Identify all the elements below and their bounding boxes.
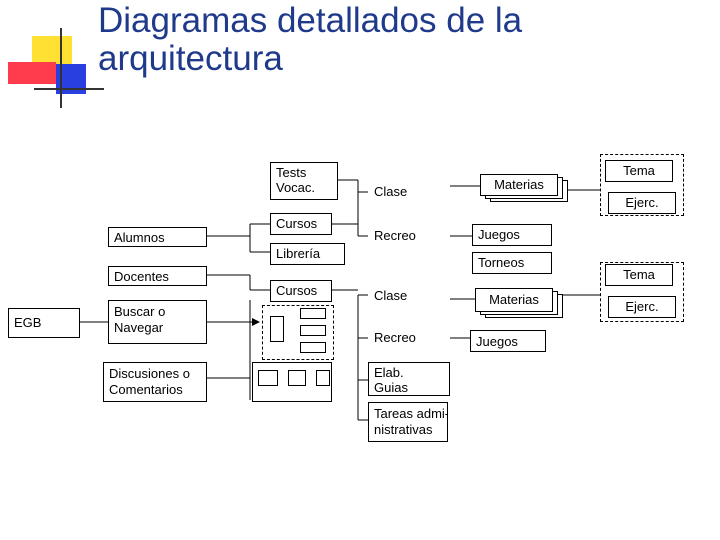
torneos-node: Torneos: [472, 252, 552, 274]
cursos-bottom-node: Cursos: [270, 280, 332, 302]
egb-node: EGB: [8, 308, 80, 338]
clase-bottom-node: Clase: [368, 286, 450, 306]
cursos-top-node: Cursos: [270, 213, 332, 235]
tests-label-1: Tests: [276, 165, 307, 180]
discusiones-label-1: Discusiones o: [109, 366, 190, 381]
tema-group-top: [600, 154, 684, 216]
libreria-node: Librería: [270, 243, 345, 265]
discusiones-label-2: Comentarios: [109, 382, 183, 397]
clase-bottom-label: Clase: [374, 288, 408, 303]
torneos-label: Torneos: [478, 255, 525, 270]
square-icon-1: [258, 370, 278, 386]
docentes-node: Docentes: [108, 266, 207, 286]
tema-group-bottom: [600, 262, 684, 322]
ejerc-top-label: Ejerc.: [625, 195, 659, 210]
egb-label: EGB: [14, 315, 42, 330]
ejerc-bottom-label: Ejerc.: [625, 299, 659, 314]
juegos-bottom-node: Juegos: [470, 330, 546, 352]
ejerc-top-node: Ejerc.: [608, 192, 676, 214]
alumnos-label: Alumnos: [114, 230, 165, 245]
cursos-bottom-label: Cursos: [276, 283, 318, 298]
discusiones-node: Discusiones o Comentarios: [103, 362, 207, 402]
elab-guias-node: Elab. Guias: [368, 362, 450, 396]
recreo-top-node: Recreo: [368, 226, 450, 246]
icon-group-frame: [262, 305, 334, 360]
recreo-bottom-label: Recreo: [374, 330, 416, 345]
decor-red-square: [8, 62, 56, 84]
juegos-top-label: Juegos: [478, 227, 520, 242]
materias-top-label: Materias: [494, 177, 544, 192]
tests-node: Tests Vocac.: [270, 162, 338, 200]
buscar-label-2: Navegar: [114, 320, 164, 335]
materias-bottom-node: Materias: [475, 288, 553, 312]
slide-title: Diagramas detallados de la arquitectura: [98, 2, 698, 78]
title-line-1: Diagramas detallados de la: [98, 1, 523, 40]
ejerc-bottom-node: Ejerc.: [608, 296, 676, 318]
elab-label-1: Elab.: [374, 365, 404, 380]
square-icon-2: [288, 370, 306, 386]
decor-vertical-line: [60, 28, 62, 108]
tareas-node: Tareas admi- nistrativas: [368, 402, 448, 442]
materias-bottom-label: Materias: [489, 292, 539, 307]
buscar-node: Buscar o Navegar: [108, 300, 207, 344]
tareas-label-1: Tareas admi-: [374, 406, 448, 421]
square-icon-3: [316, 370, 330, 386]
clase-top-node: Clase: [368, 182, 450, 202]
libreria-label: Librería: [276, 246, 321, 261]
window-icon-row1: [300, 308, 326, 319]
recreo-top-label: Recreo: [374, 228, 416, 243]
tareas-label-2: nistrativas: [374, 422, 433, 437]
window-icon-row3: [300, 342, 326, 353]
elab-label-2: Guias: [374, 380, 408, 395]
alumnos-node: Alumnos: [108, 227, 207, 247]
tema-top-node: Tema: [605, 160, 673, 182]
tema-bottom-node: Tema: [605, 264, 673, 286]
docentes-label: Docentes: [114, 269, 169, 284]
juegos-top-node: Juegos: [472, 224, 552, 246]
title-line-2: arquitectura: [98, 39, 283, 78]
decor-horizontal-line: [34, 88, 104, 90]
window-icon-row2: [300, 325, 326, 336]
tests-label-2: Vocac.: [276, 180, 316, 195]
buscar-label-1: Buscar o: [114, 304, 166, 319]
tema-bottom-label: Tema: [623, 267, 655, 282]
window-icon-tall: [270, 316, 284, 342]
juegos-bottom-label: Juegos: [476, 334, 518, 349]
tema-top-label: Tema: [623, 163, 655, 178]
cursos-top-label: Cursos: [276, 216, 318, 231]
materias-top-node: Materias: [480, 174, 558, 196]
recreo-bottom-node: Recreo: [368, 328, 450, 348]
clase-top-label: Clase: [374, 184, 408, 199]
